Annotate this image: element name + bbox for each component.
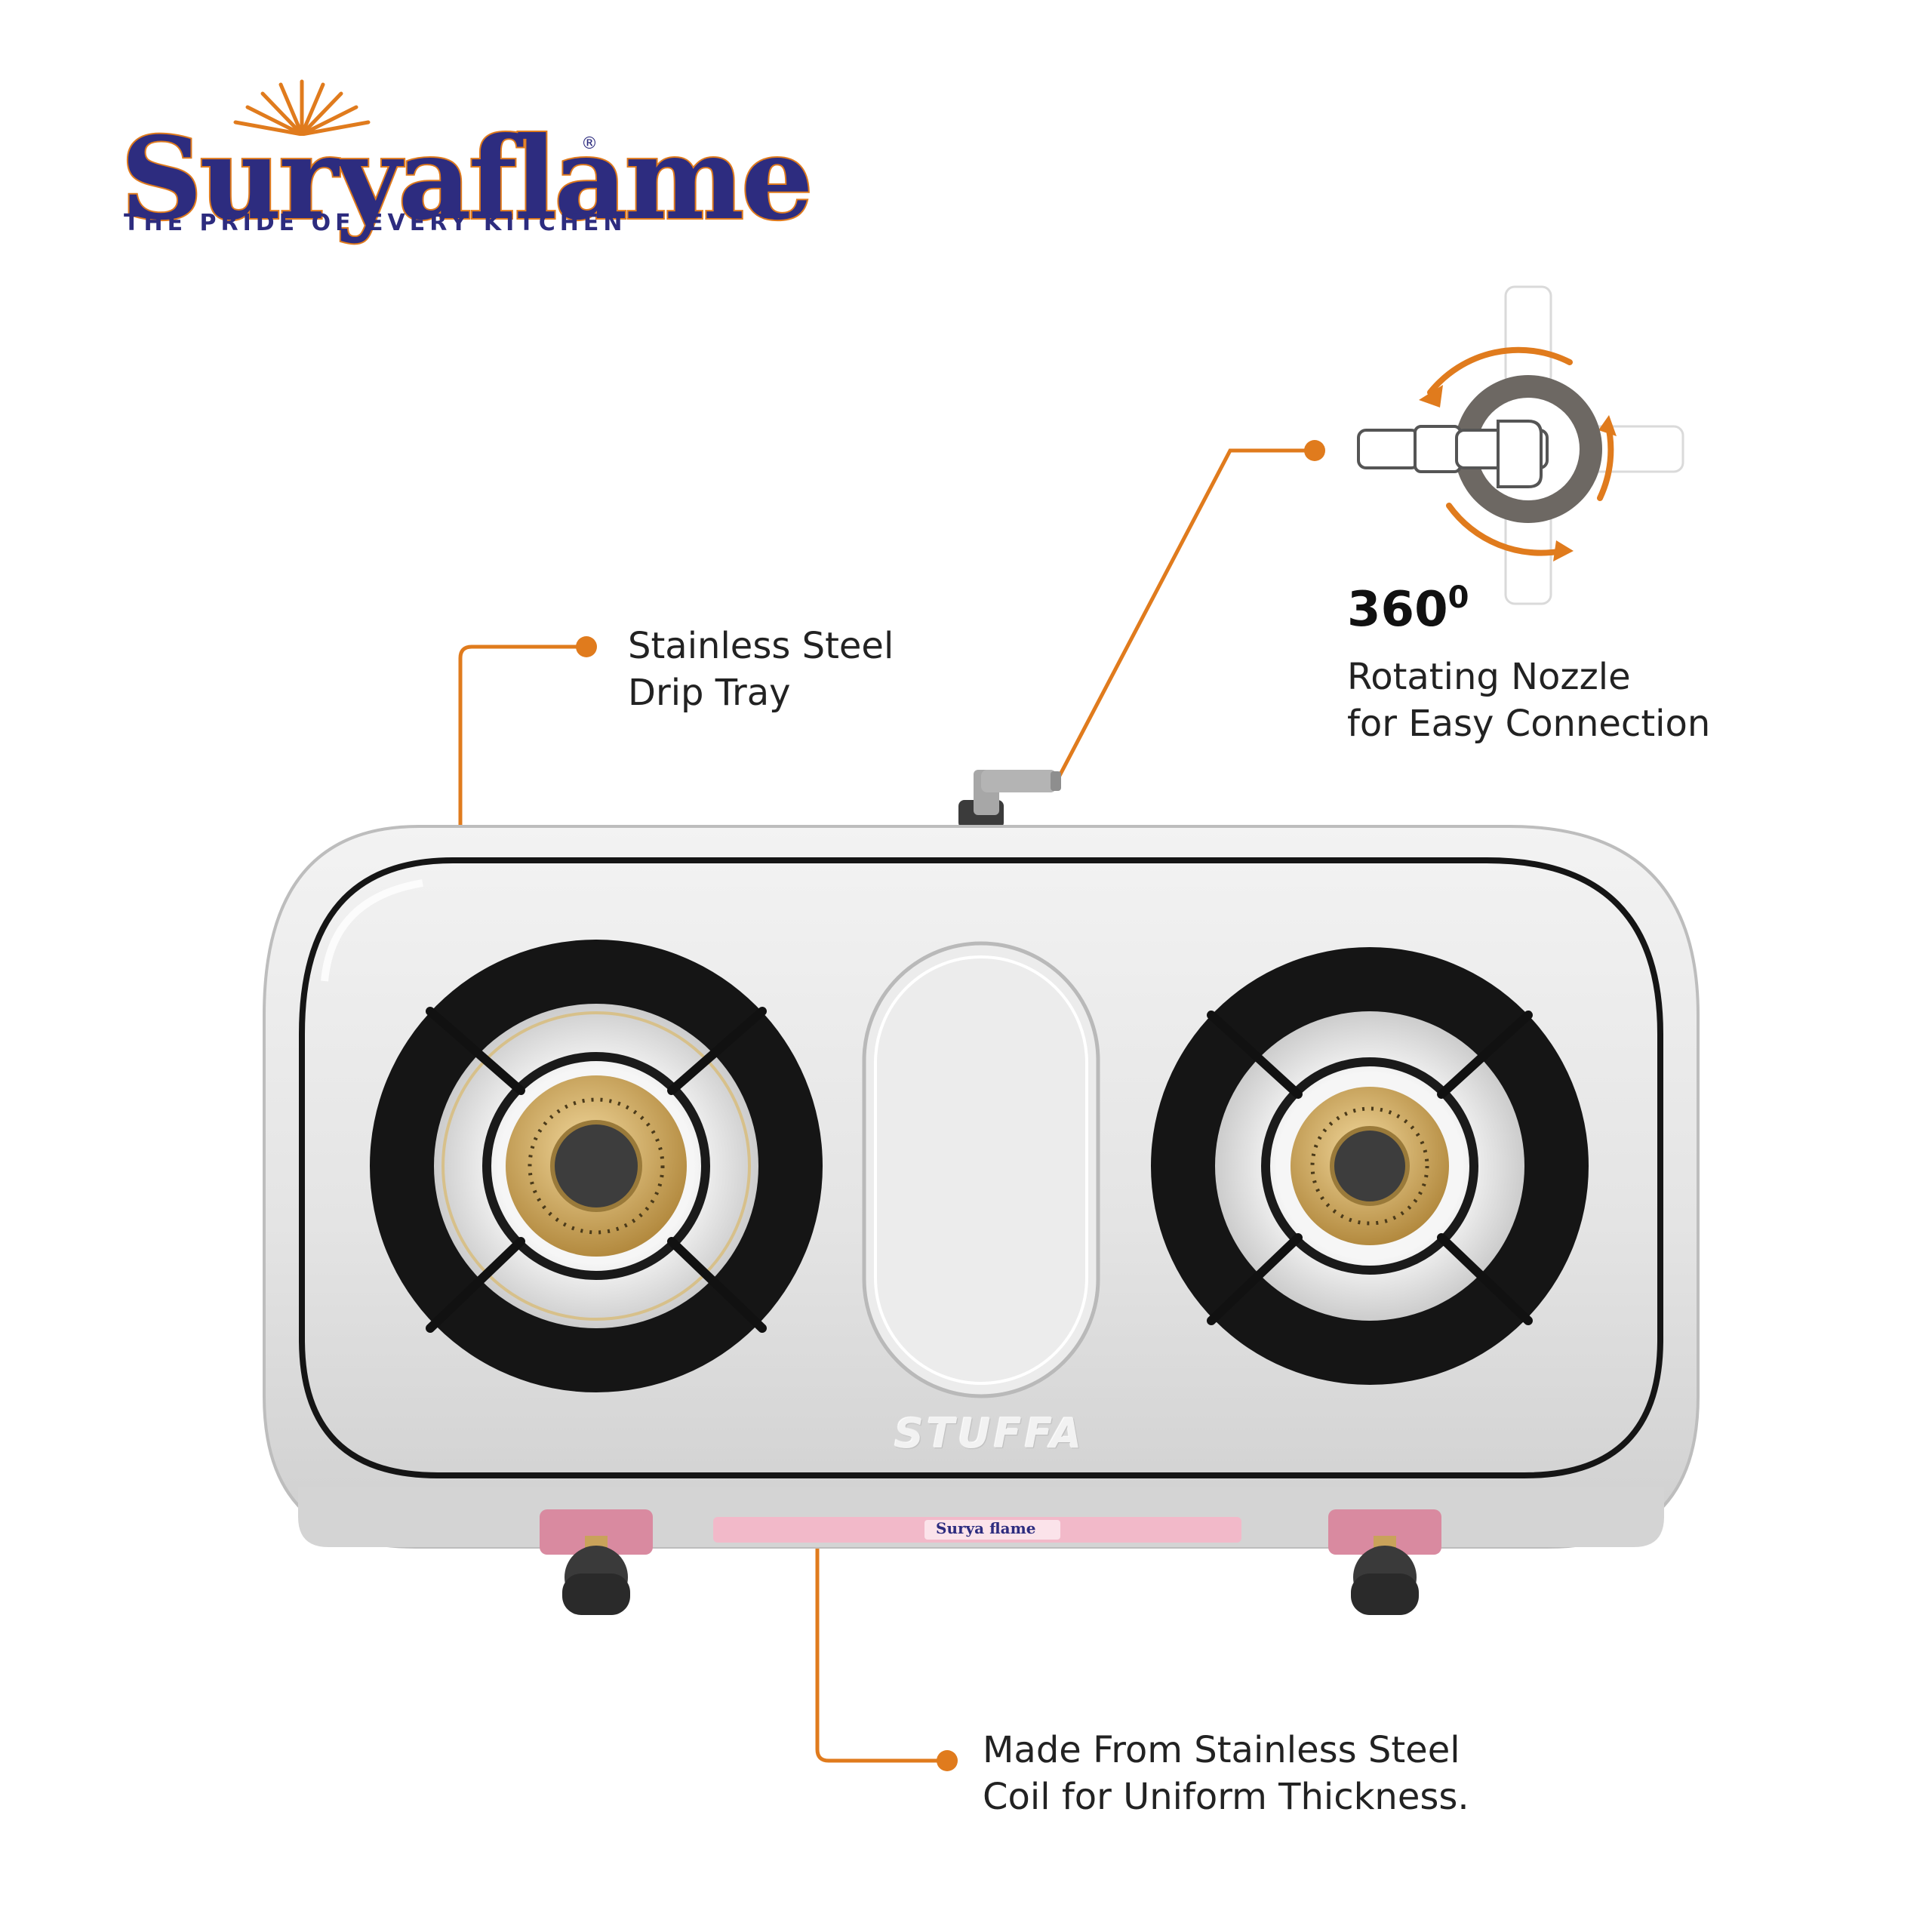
registered-mark: ® <box>581 134 598 153</box>
body-callout: Made From Stainless Steel Coil for Unifo… <box>983 1727 1469 1820</box>
drip-tray-callout: Stainless Steel Drip Tray <box>628 623 894 716</box>
nozzle-line2: for Easy Connection <box>1347 703 1711 745</box>
body-line1: Made From Stainless Steel <box>983 1729 1460 1771</box>
model-label: STUFFA <box>894 1410 1085 1457</box>
left-knob <box>562 1536 630 1615</box>
degree-mark: 0 <box>1447 580 1469 615</box>
front-panel-brand: Surya flame <box>936 1519 1036 1537</box>
nozzle-heading: 3600 <box>1347 568 1710 640</box>
gas-inlet-nozzle <box>958 770 1061 829</box>
rotating-nozzle-illustration <box>1357 285 1684 605</box>
drip-tray-line1: Stainless Steel <box>628 625 894 667</box>
brand-logo: Suryaflame ® THE PRIDE OF EVERY KITCHEN <box>119 75 815 242</box>
brand-tagline: THE PRIDE OF EVERY KITCHEN <box>124 210 627 236</box>
nozzle-callout: 3600 Rotating Nozzle for Easy Connection <box>1347 568 1710 747</box>
drip-tray-line2: Drip Tray <box>628 672 791 714</box>
body-line2: Coil for Uniform Thickness. <box>983 1776 1469 1818</box>
brand-name: Suryaflame <box>119 112 815 245</box>
nozzle-heading-number: 360 <box>1347 582 1448 638</box>
right-knob <box>1351 1536 1419 1615</box>
nozzle-line1: Rotating Nozzle <box>1347 656 1631 698</box>
sun-rays-icon <box>233 79 371 136</box>
left-burner <box>370 940 823 1392</box>
right-burner <box>1151 947 1589 1385</box>
